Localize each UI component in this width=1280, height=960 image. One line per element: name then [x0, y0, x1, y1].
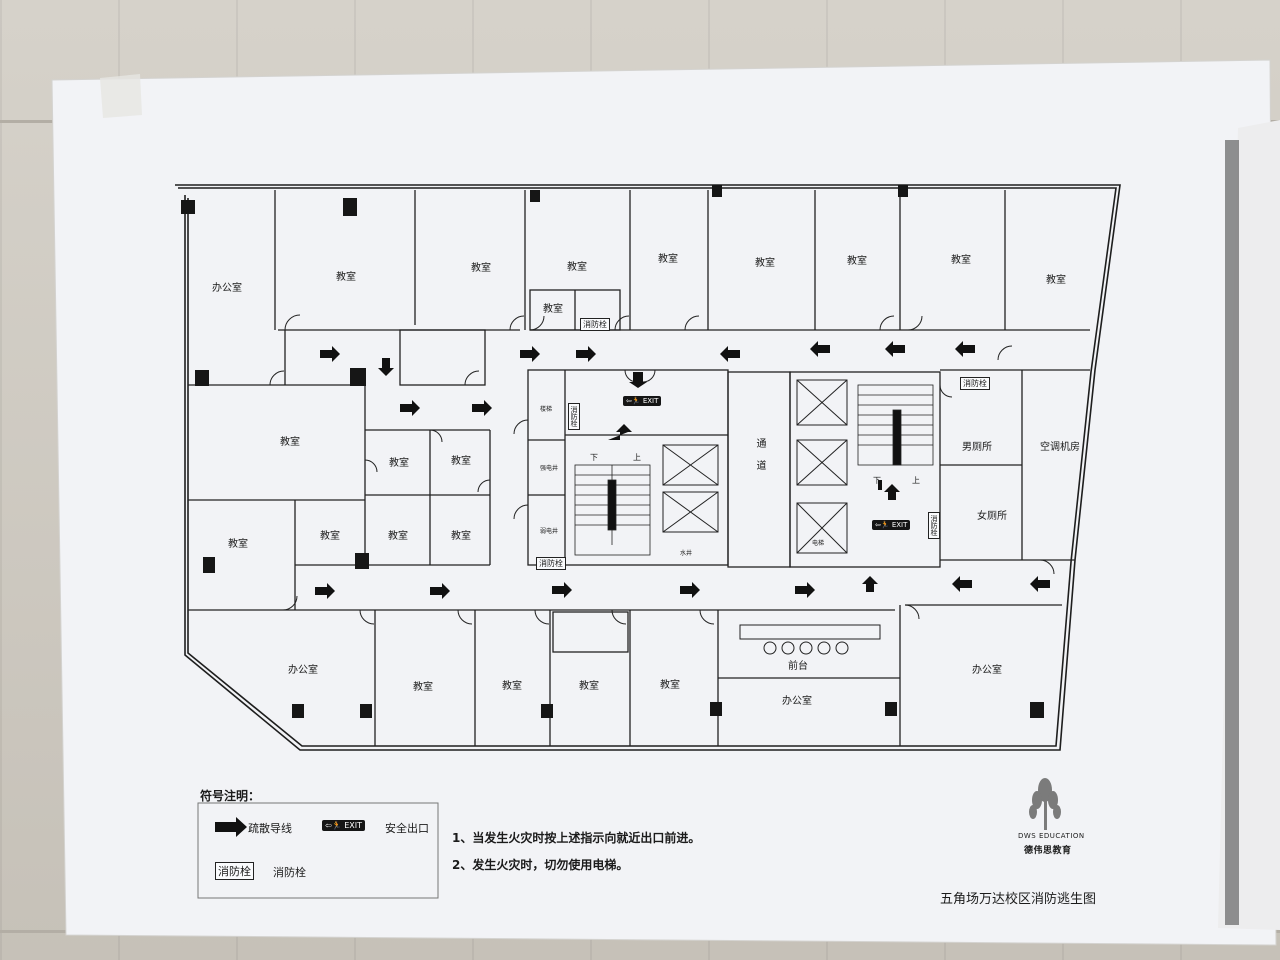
legend-exit-sign: ⇦🏃 EXIT — [322, 820, 365, 831]
room-label: 教室 — [951, 255, 971, 266]
room-label-reception: 前台 — [788, 661, 808, 672]
room-label: 教室 — [389, 458, 409, 469]
logo-name-en: DWS EDUCATION — [1018, 832, 1085, 840]
reception-counter — [739, 624, 881, 655]
legend-exit-sign-text: EXIT — [344, 821, 362, 830]
logo-tree — [1029, 778, 1061, 830]
core-label: 强电井 — [540, 465, 559, 472]
room-label: 教室 — [567, 262, 587, 273]
room-label-ac-room: 空调机房 — [1040, 442, 1080, 453]
hydrant-box: 消防栓 — [960, 377, 990, 390]
room-label-mens-wc: 男厕所 — [962, 442, 992, 453]
paper-sheet — [51, 59, 1277, 946]
legend-title: 符号注明： — [200, 789, 261, 803]
stair-down-label: 下 — [873, 476, 881, 485]
room-label: 教室 — [579, 681, 599, 692]
core-label: 弱电井 — [540, 528, 559, 535]
room-label: 教室 — [543, 304, 563, 315]
room-label: 教室 — [847, 256, 867, 267]
room-label: 教室 — [451, 456, 471, 467]
room-label: 教室 — [658, 254, 678, 265]
room-label: 教室 — [336, 272, 356, 283]
legend-hydrant-box: 消防栓 — [215, 862, 254, 880]
legend-route-label: 疏散导线 — [248, 822, 292, 835]
exit-sign: ⇦🏃 EXIT — [872, 520, 911, 530]
map-title: 五角场万达校区消防逃生图 — [940, 892, 1097, 907]
room-label: 教室 — [502, 681, 522, 692]
room-label-office-se: 办公室 — [972, 665, 1002, 676]
hydrant-box: 消防栓 — [928, 512, 940, 539]
building-outline — [175, 184, 1121, 751]
core-label: 楼梯 — [540, 406, 553, 413]
room-label: 教室 — [660, 680, 680, 691]
room-label-office-nw: 办公室 — [212, 283, 242, 294]
core-label: 水井 — [680, 550, 693, 557]
logo-name-cn: 德伟思教育 — [1024, 846, 1072, 856]
stair-up-label: 上 — [912, 476, 920, 485]
exit-sign: ⇦🏃 EXIT — [623, 396, 662, 406]
room-label: 教室 — [471, 263, 491, 274]
tape — [100, 74, 142, 118]
evacuation-arrows — [315, 341, 1050, 599]
exit-sign-text: EXIT — [891, 521, 908, 529]
second-sheet-edge — [1225, 140, 1239, 925]
note-1: 1、当发生火灾时按上述指示向就近出口前进。 — [452, 831, 701, 845]
room-label-office-s: 办公室 — [782, 696, 812, 707]
stair-up-label: 上 — [633, 453, 641, 462]
room-label-office-sw: 办公室 — [288, 665, 318, 676]
hydrant-box: 消防栓 — [580, 318, 610, 331]
room-label: 教室 — [388, 531, 408, 542]
interior-walls — [188, 190, 1090, 746]
room-label: 教室 — [413, 682, 433, 693]
legend-exit-label: 安全出口 — [385, 822, 429, 835]
room-label: 教室 — [755, 258, 775, 269]
room-label: 教室 — [451, 531, 471, 542]
room-label: 教室 — [280, 437, 300, 448]
room-label-passage: 通道 — [754, 438, 765, 482]
note-2: 2、发生火灾时，切勿使用电梯。 — [452, 858, 629, 872]
room-label: 教室 — [320, 531, 340, 542]
elevators — [662, 379, 848, 554]
legend-frame — [197, 802, 439, 899]
room-label: 教室 — [228, 539, 248, 550]
columns — [181, 185, 1044, 718]
room-label-womens-wc: 女厕所 — [977, 511, 1007, 522]
legend-hydrant-label: 消防栓 — [273, 866, 306, 879]
exit-sign-text: EXIT — [642, 397, 659, 405]
stairs-east — [857, 384, 934, 466]
doors — [269, 314, 1055, 625]
hydrant-box: 消防栓 — [568, 403, 580, 430]
stairs-west — [574, 464, 651, 556]
hydrant-box: 消防栓 — [536, 557, 566, 570]
room-label: 教室 — [1046, 275, 1066, 286]
core-label: 电梯 — [812, 540, 825, 547]
stair-down-label: 下 — [590, 453, 598, 462]
legend-arrow — [215, 817, 247, 837]
